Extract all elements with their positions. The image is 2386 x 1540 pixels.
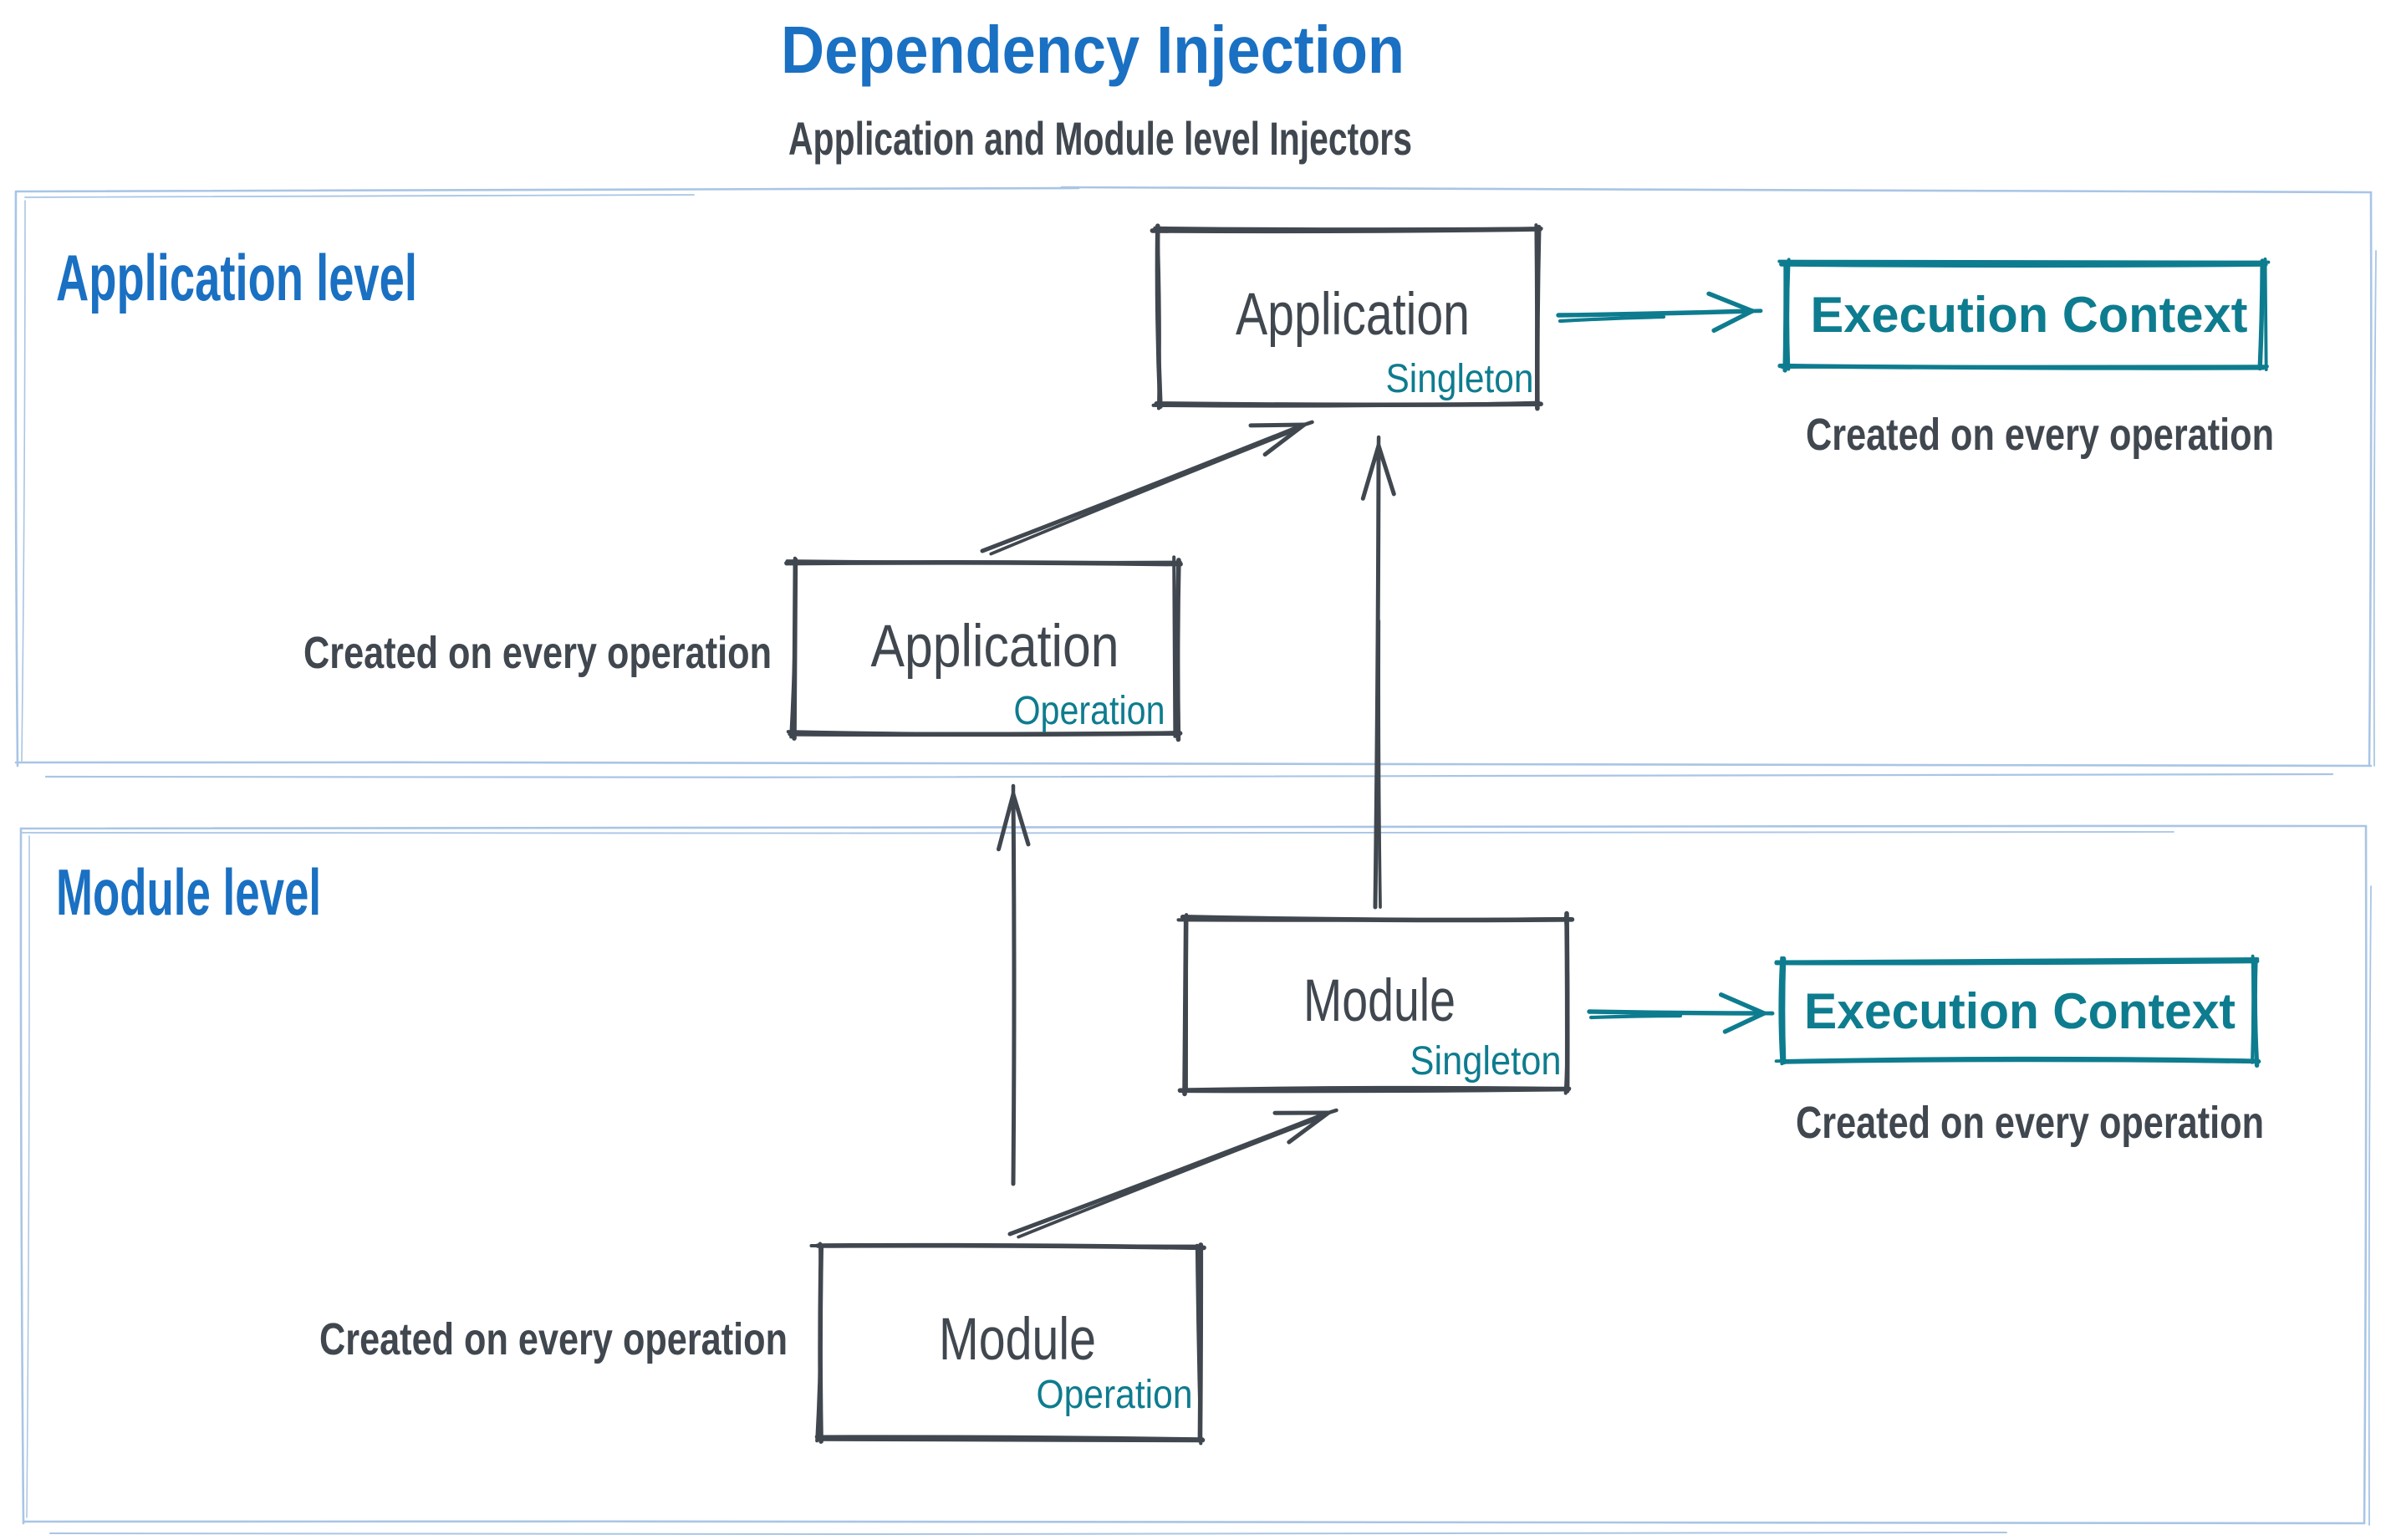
svg-text:Created on every operation: Created on every operation — [1806, 410, 2274, 460]
svg-text:Module: Module — [939, 1307, 1096, 1373]
svg-text:Application level: Application level — [56, 241, 417, 314]
svg-text:Module: Module — [1303, 968, 1456, 1034]
svg-text:Module level: Module level — [56, 855, 321, 929]
svg-text:Dependency Injection: Dependency Injection — [781, 13, 1405, 87]
svg-text:Application and Module level I: Application and Module level Injectors — [788, 112, 1412, 165]
svg-text:Created on every operation: Created on every operation — [303, 628, 772, 678]
svg-text:Operation: Operation — [1014, 689, 1165, 733]
svg-text:Application: Application — [1236, 282, 1470, 348]
svg-text:Created on every operation: Created on every operation — [1796, 1098, 2264, 1148]
svg-text:Execution Context: Execution Context — [1804, 983, 2236, 1039]
svg-text:Application: Application — [871, 614, 1119, 680]
svg-text:Singleton: Singleton — [1410, 1039, 1562, 1084]
svg-text:Execution Context: Execution Context — [1811, 287, 2248, 343]
svg-text:Created on every operation: Created on every operation — [319, 1314, 788, 1364]
svg-text:Operation: Operation — [1037, 1373, 1193, 1417]
svg-text:Singleton: Singleton — [1386, 357, 1534, 401]
